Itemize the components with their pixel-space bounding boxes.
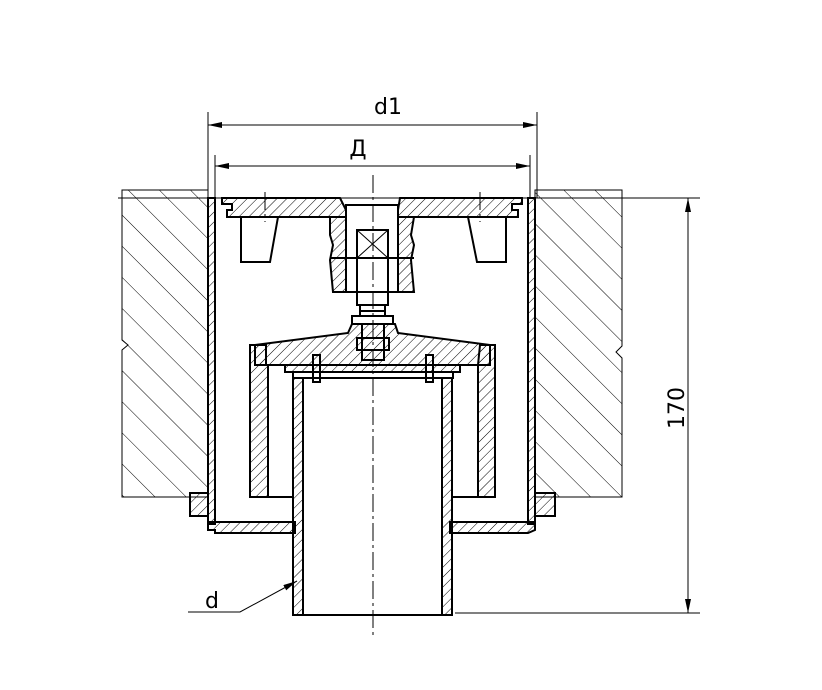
center-nut — [328, 204, 416, 293]
dimension-d1-label: d1 — [374, 95, 402, 120]
dimension-height: 170 — [455, 198, 700, 614]
dimension-D-label: Д — [349, 137, 366, 162]
wall-right — [534, 189, 623, 498]
top-plate — [221, 192, 523, 263]
wall-left — [121, 189, 209, 498]
dimension-d1: d1 — [207, 95, 538, 198]
dimension-D: Д — [214, 137, 531, 198]
dimension-pipe-d: d — [188, 580, 298, 614]
dimension-height-label: 170 — [665, 387, 690, 429]
inner-cup — [249, 344, 496, 498]
dimension-pipe-d-label: d — [205, 589, 219, 614]
outer-housing — [189, 197, 556, 534]
